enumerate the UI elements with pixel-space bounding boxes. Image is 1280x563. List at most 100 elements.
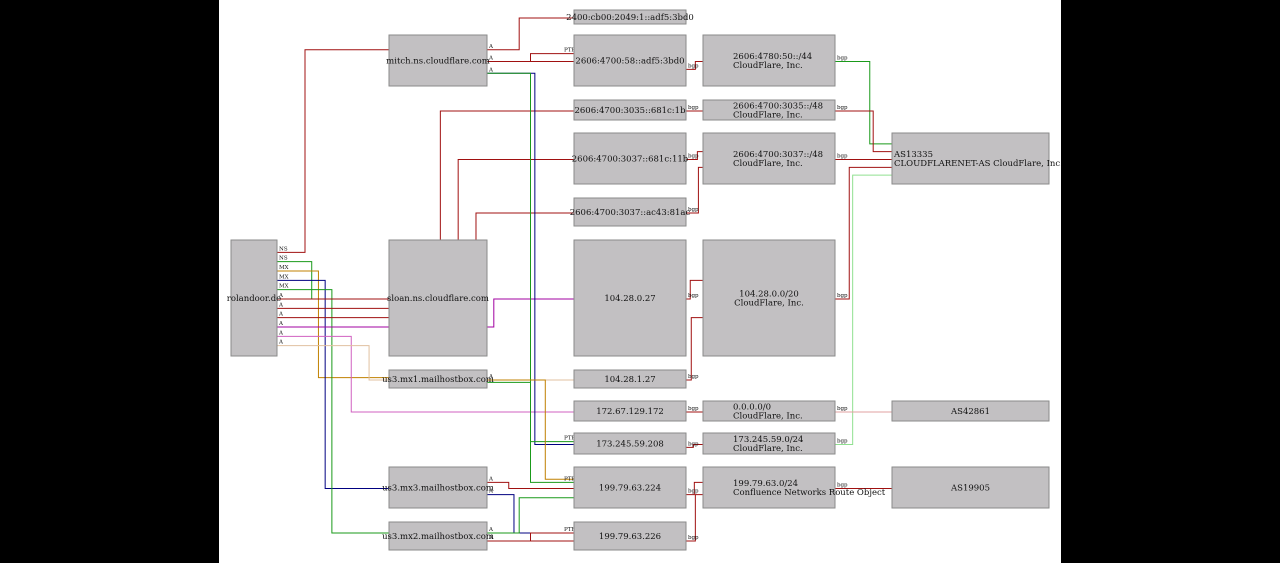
- edge-label: NS: [279, 256, 288, 262]
- node-label: CloudFlare, Inc.: [733, 444, 803, 454]
- edge-label: bgp: [688, 154, 699, 160]
- node-label: 172.67.129.172: [596, 407, 664, 417]
- edge-label: MX: [279, 265, 289, 271]
- node-label: 2606:4780:50::/44: [733, 52, 812, 62]
- edge-label: A: [488, 535, 494, 541]
- node-box: [388, 521, 488, 551]
- edge-pfx-3035-to-as13335: [835, 110, 892, 153]
- node-label: 104.28.0.27: [604, 294, 655, 304]
- edge-label: PTR: [564, 527, 576, 533]
- edge-label: A: [488, 374, 494, 380]
- edge-rolandoor-to-ip4-172: [277, 335, 574, 413]
- edge-label: bgp: [837, 56, 848, 62]
- edges-layer: NSNSMXMXMXAAAAAAAAPTRAPTRAPTRAAAAPTRbgpb…: [277, 17, 892, 542]
- node-as19905: AS19905: [891, 466, 1050, 509]
- edge-label: NS: [279, 246, 288, 252]
- edge-label: A: [488, 476, 494, 482]
- edge-ip4-173-to-mitch: [487, 72, 574, 443]
- edge-label: bgp: [688, 105, 699, 111]
- node-ip4-104-28-1-27: 104.28.1.27: [573, 369, 687, 389]
- node-label: 173.245.59.0/24: [733, 435, 803, 445]
- edge-rolandoor-to-mitch: [277, 49, 389, 253]
- node-mx3: us3.mx3.mailhostbox.com: [382, 466, 494, 509]
- node-label: Confluence Networks Route Object: [733, 488, 886, 498]
- node-ip4-199-224: 199.79.63.224: [573, 466, 687, 509]
- node-box: [388, 466, 488, 509]
- node-label: 2400:cb00:2049:1::adf5:3bd0: [566, 13, 694, 23]
- edge-label: A: [488, 527, 494, 533]
- node-label: 2606:4700:3035::/48: [733, 102, 823, 112]
- node-label: 2606:4700:58::adf5:3bd0: [575, 57, 684, 67]
- node-box: [573, 99, 687, 121]
- edge-label: bgp: [837, 406, 848, 412]
- node-box: [230, 239, 278, 357]
- node-box: [573, 369, 687, 389]
- edge-label: bgp: [688, 489, 699, 495]
- node-label: 199.79.63.226: [599, 532, 661, 542]
- node-sloan: sloan.ns.cloudflare.com: [387, 239, 489, 357]
- edge-mx1-to-ip4-199-224: [487, 379, 574, 480]
- node-ip4-199-226: 199.79.63.226: [573, 521, 687, 551]
- node-label: CLOUDFLARENET-AS CloudFlare, Inc.: [894, 159, 1061, 169]
- edge-label: A: [488, 489, 494, 495]
- node-label: AS13335: [893, 150, 933, 160]
- edge-label: bgp: [837, 439, 848, 445]
- edge-label: A: [488, 44, 494, 50]
- edge-label: bgp: [837, 483, 848, 489]
- edge-mx2-to-ip4-199-224: [487, 497, 574, 534]
- node-label: 2606:4700:3037::ac43:81ac: [570, 208, 691, 218]
- node-label: sloan.ns.cloudflare.com: [387, 294, 489, 304]
- dns-graph: NSNSMXMXMXAAAAAAAAPTRAPTRAPTRAAAAPTRbgpb…: [227, 9, 1061, 551]
- edge-ip4-104-28-1-27-to-pfx-104: [686, 317, 703, 381]
- node-label: 2606:4700:3037::/48: [733, 150, 823, 160]
- edge-ip4-104-28-0-27-to-pfx-104: [686, 279, 703, 300]
- node-box: [702, 466, 836, 509]
- edge-label: bgp: [688, 293, 699, 299]
- edge-ip4-199-224-to-pfx-199: [686, 481, 703, 496]
- edge-label: A: [278, 321, 284, 327]
- node-box: [891, 400, 1050, 422]
- edge-label: bgp: [688, 207, 699, 213]
- node-label: AS42861: [950, 407, 990, 417]
- node-box: [702, 239, 836, 357]
- edge-label: A: [488, 56, 494, 62]
- edge-mx3-to-ip4-199-226: [487, 494, 574, 534]
- edge-ip6-ac43-to-pfx-3037: [686, 166, 703, 214]
- edge-label: A: [278, 312, 284, 318]
- node-label: 104.28.0.0/20: [739, 290, 799, 300]
- node-label: 199.79.63.224: [599, 484, 661, 494]
- node-box: [573, 197, 687, 227]
- node-label: us3.mx3.mailhostbox.com: [382, 484, 494, 494]
- edge-rolandoor-to-mx2: [277, 289, 389, 534]
- node-box: [702, 99, 836, 121]
- node-ip6-681c1b: 2606:4700:3035::681c:1b: [573, 99, 687, 121]
- node-label: CloudFlare, Inc.: [733, 159, 803, 169]
- edge-rolandoor-to-mx3: [277, 279, 389, 489]
- node-box: [573, 466, 687, 509]
- node-ip4-173: 173.245.59.208: [573, 432, 687, 455]
- edge-ip4-199-226-to-mx2: [487, 532, 574, 542]
- edge-rolandoor-to-ip6-681c11b: [277, 159, 574, 309]
- node-ip6-ac43: 2606:4700:3037::ac43:81ac: [570, 197, 691, 227]
- edge-rolandoor-to-mx1: [277, 270, 389, 379]
- node-ip4-104-28-0-27: 104.28.0.27: [573, 239, 687, 357]
- edge-label: bgp: [688, 406, 699, 412]
- edge-ip6-681c11b-to-pfx-3037: [686, 151, 703, 160]
- edge-pfx-4780-to-as13335: [835, 61, 892, 145]
- edge-label: A: [278, 302, 284, 308]
- node-box: [573, 432, 687, 455]
- node-label: 2606:4700:3035::681c:1b: [574, 106, 686, 116]
- node-box: [891, 132, 1050, 185]
- node-box: [891, 466, 1050, 509]
- edge-ip4-173-to-pfx-173: [686, 444, 703, 448]
- node-label: 2606:4700:3037::681c:11b: [572, 155, 689, 165]
- node-box: [702, 34, 836, 87]
